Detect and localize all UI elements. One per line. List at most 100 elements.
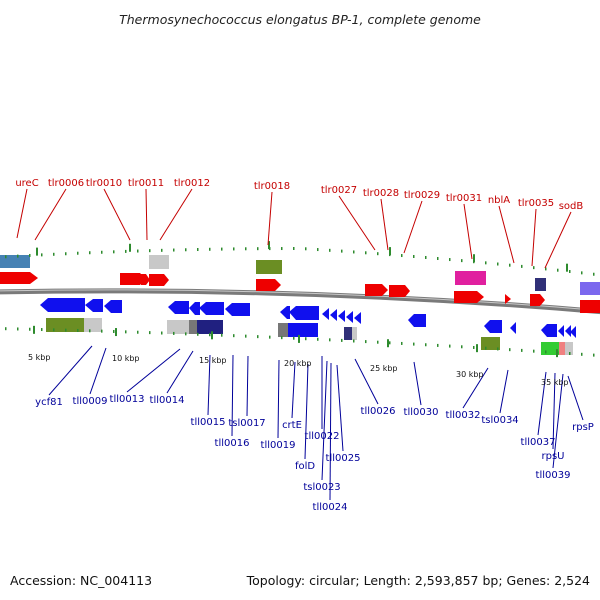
minor-tick <box>41 328 43 332</box>
gene-label-tlr0029[interactable]: tlr0029 <box>404 190 440 201</box>
gene-label-tll0024[interactable]: tll0024 <box>313 502 348 513</box>
gene-label-tlr0035[interactable]: tlr0035 <box>518 198 554 209</box>
gene-arrow-rev[interactable] <box>199 302 224 315</box>
gene-label-nblA[interactable]: nblA <box>488 195 510 206</box>
minor-tick <box>77 251 79 255</box>
minor-tick <box>341 249 343 253</box>
gene-arrow-fwd[interactable] <box>365 284 388 296</box>
gene-label-sodB[interactable]: sodB <box>559 201 584 212</box>
gene-label-tll0026[interactable]: tll0026 <box>361 406 396 417</box>
gene-arrow-fwd[interactable] <box>580 300 600 313</box>
gene-label-tll0022[interactable]: tll0022 <box>305 431 340 442</box>
gene-arrow-rev[interactable] <box>322 308 329 320</box>
gene-label-tlr0027[interactable]: tlr0027 <box>321 185 357 196</box>
gene-label-tlr0031[interactable]: tlr0031 <box>446 193 482 204</box>
minor-tick <box>89 329 91 333</box>
gene-block-grey[interactable] <box>84 318 102 332</box>
gene-label-tlr0018[interactable]: tlr0018 <box>254 181 290 192</box>
gene-label-ureC[interactable]: ureC <box>15 178 38 189</box>
gene-label-tll0037[interactable]: tll0037 <box>521 437 556 448</box>
gene-arrow-rev[interactable] <box>541 324 557 337</box>
gene-block-magenta[interactable] <box>455 271 486 285</box>
tick-marks <box>5 241 595 358</box>
gene-label-rpsP[interactable]: rpsP <box>572 422 594 433</box>
gene-arrow-fwd[interactable] <box>505 294 511 304</box>
gene-label-tlr0006[interactable]: tlr0006 <box>48 178 84 189</box>
minor-tick <box>41 253 43 257</box>
gene-arrow-rev[interactable] <box>338 310 345 322</box>
gene-label-tll0019[interactable]: tll0019 <box>261 440 296 451</box>
gene-label-tll0025[interactable]: tll0025 <box>326 453 361 464</box>
gene-arrow-rev[interactable] <box>40 298 85 312</box>
gene-arrow-rev[interactable] <box>354 312 361 324</box>
gene-block-green[interactable] <box>46 318 84 332</box>
minor-tick <box>521 264 523 268</box>
minor-tick <box>329 248 331 252</box>
gene-block-blue[interactable] <box>288 323 318 337</box>
leader-line <box>380 198 389 251</box>
gene-label-tll0039[interactable]: tll0039 <box>536 470 571 481</box>
gene-block-navy[interactable] <box>197 320 223 334</box>
minor-tick <box>293 336 295 340</box>
gene-arrow-rev[interactable] <box>85 299 103 312</box>
minor-tick <box>173 248 175 252</box>
gene-label-tlr0011[interactable]: tlr0011 <box>128 178 164 189</box>
gene-label-tsl0023[interactable]: tsl0023 <box>303 482 340 493</box>
gene-arrow-rev[interactable] <box>289 306 319 320</box>
gene-block-purple[interactable] <box>580 282 600 295</box>
gene-block-grey-dark[interactable] <box>278 323 288 337</box>
gene-arrow-rev[interactable] <box>565 325 571 337</box>
gene-label-tlr0012[interactable]: tlr0012 <box>174 178 210 189</box>
gene-block-grey[interactable] <box>352 327 357 340</box>
gene-arrow-rev[interactable] <box>330 309 337 321</box>
gene-arrow-fwd[interactable] <box>141 274 150 285</box>
gene-block-pink[interactable] <box>559 342 565 355</box>
gene-label-rpsU[interactable]: rpsU <box>542 451 565 462</box>
gene-label-tll0015[interactable]: tll0015 <box>191 417 226 428</box>
gene-label-tlr0010[interactable]: tlr0010 <box>86 178 122 189</box>
gene-arrow-rev[interactable] <box>408 314 426 327</box>
gene-label-ycf81[interactable]: ycf81 <box>35 397 63 408</box>
gene-arrow-fwd[interactable] <box>454 291 484 303</box>
gene-label-tll0032[interactable]: tll0032 <box>446 410 481 421</box>
gene-arrow-fwd[interactable] <box>256 279 281 291</box>
gene-arrow-rev[interactable] <box>484 320 502 333</box>
gene-label-tsl0017[interactable]: tsl0017 <box>228 418 265 429</box>
gene-arrow-rev[interactable] <box>346 311 353 323</box>
minor-tick <box>233 247 235 251</box>
gene-label-tll0016[interactable]: tll0016 <box>215 438 250 449</box>
gene-block-grey[interactable] <box>565 342 573 355</box>
gene-arrow-fwd[interactable] <box>0 272 38 284</box>
gene-label-tll0014[interactable]: tll0014 <box>150 395 185 406</box>
gene-arrow-rev[interactable] <box>168 301 189 314</box>
gene-label-crtE[interactable]: crtE <box>282 420 302 431</box>
gene-arrow-rev[interactable] <box>189 302 200 315</box>
gene-block-navy[interactable] <box>344 327 352 340</box>
gene-arrow-fwd[interactable] <box>149 274 169 286</box>
gene-arrow-rev[interactable] <box>225 303 250 316</box>
gene-block-grey[interactable] <box>149 255 169 269</box>
gene-block-green[interactable] <box>256 260 282 274</box>
gene-block-grey-dark[interactable] <box>189 320 197 334</box>
scale-tick-label: 20 kbp <box>284 359 312 368</box>
gene-arrow-rev[interactable] <box>570 326 576 338</box>
gene-arrow-rev[interactable] <box>280 306 290 319</box>
gene-arrow-fwd[interactable] <box>120 273 146 285</box>
gene-label-tsl0034[interactable]: tsl0034 <box>481 415 518 426</box>
gene-block-grey[interactable] <box>167 320 189 334</box>
gene-block-navy[interactable] <box>535 278 546 291</box>
gene-label-tll0009[interactable]: tll0009 <box>73 396 108 407</box>
gene-label-tll0030[interactable]: tll0030 <box>404 407 439 418</box>
gene-label-tlr0028[interactable]: tlr0028 <box>363 188 399 199</box>
gene-arrow-rev[interactable] <box>510 322 516 334</box>
minor-tick <box>257 335 259 339</box>
gene-arrow-rev[interactable] <box>558 325 564 337</box>
gene-block-ureC[interactable] <box>0 255 30 268</box>
gene-arrow-fwd[interactable] <box>389 285 410 297</box>
gene-label-tll0013[interactable]: tll0013 <box>110 394 145 405</box>
gene-label-folD[interactable]: folD <box>295 461 315 472</box>
gene-arrow-rev[interactable] <box>104 300 122 313</box>
leader-line <box>89 347 107 395</box>
minor-tick <box>437 257 439 261</box>
gene-arrow-fwd[interactable] <box>530 294 545 306</box>
